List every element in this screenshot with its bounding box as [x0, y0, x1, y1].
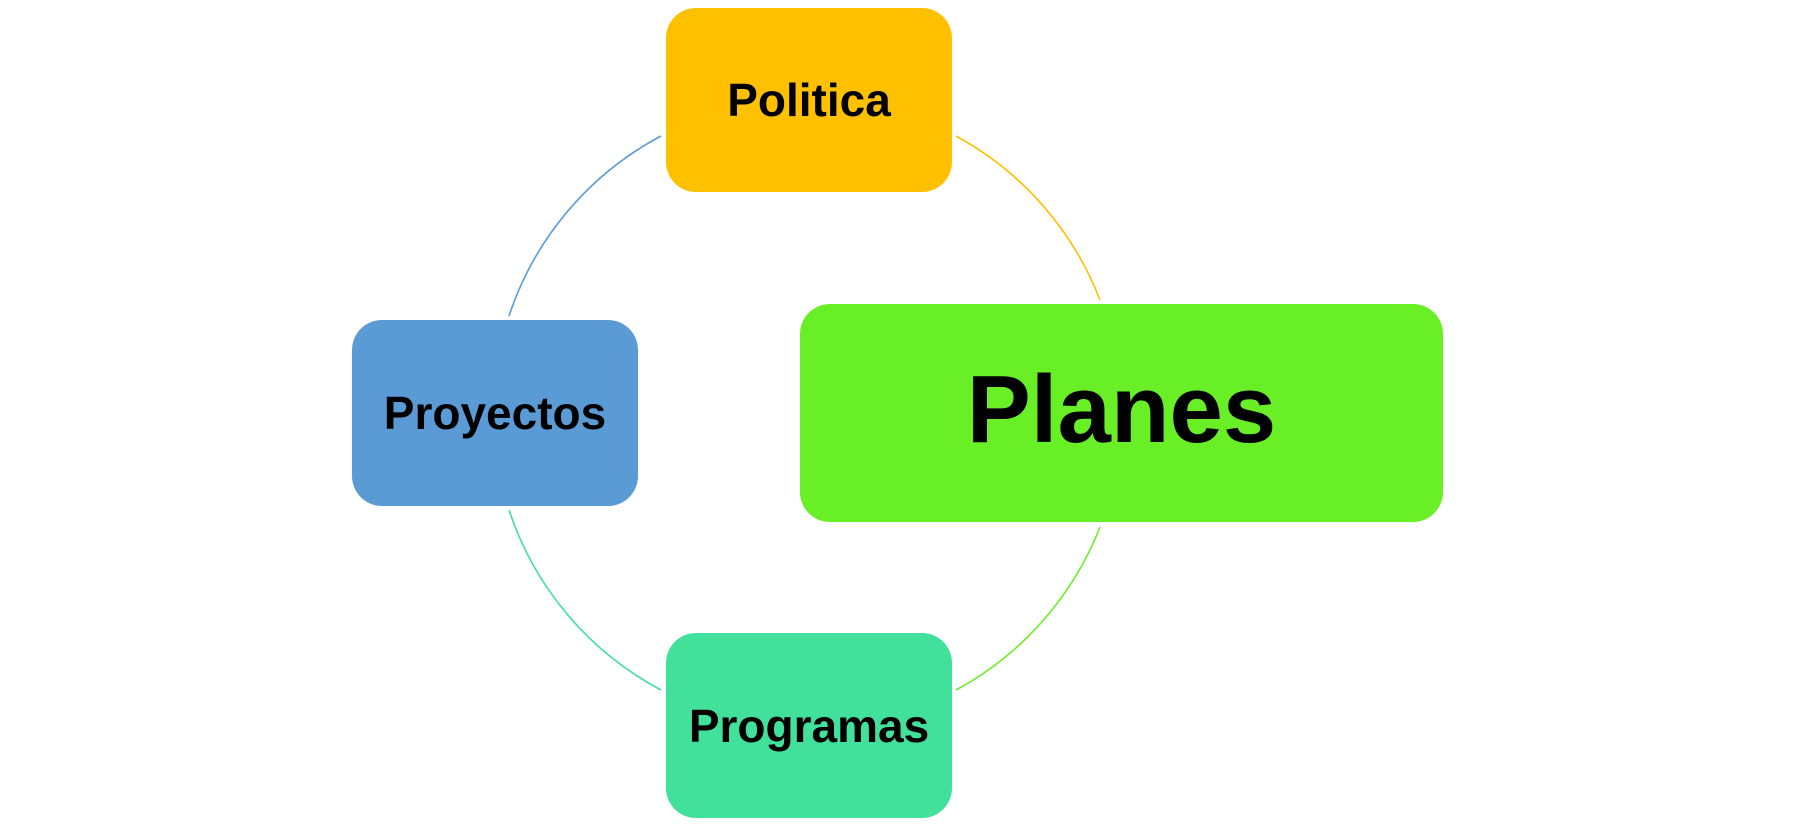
node-programas: Programas	[666, 633, 952, 818]
node-planes-label: Planes	[966, 356, 1277, 463]
node-planes: Planes	[800, 304, 1443, 522]
node-proyectos-label: Proyectos	[383, 387, 607, 439]
connector-planes-programas	[955, 526, 1101, 691]
node-politica-label: Politica	[727, 74, 891, 126]
node-proyectos: Proyectos	[352, 320, 638, 506]
connector-proyectos-politica	[508, 135, 662, 317]
connector-programas-proyectos	[508, 509, 662, 691]
node-programas-label: Programas	[688, 699, 930, 752]
connector-politica-planes	[955, 135, 1101, 301]
node-politica: Politica	[666, 8, 952, 192]
